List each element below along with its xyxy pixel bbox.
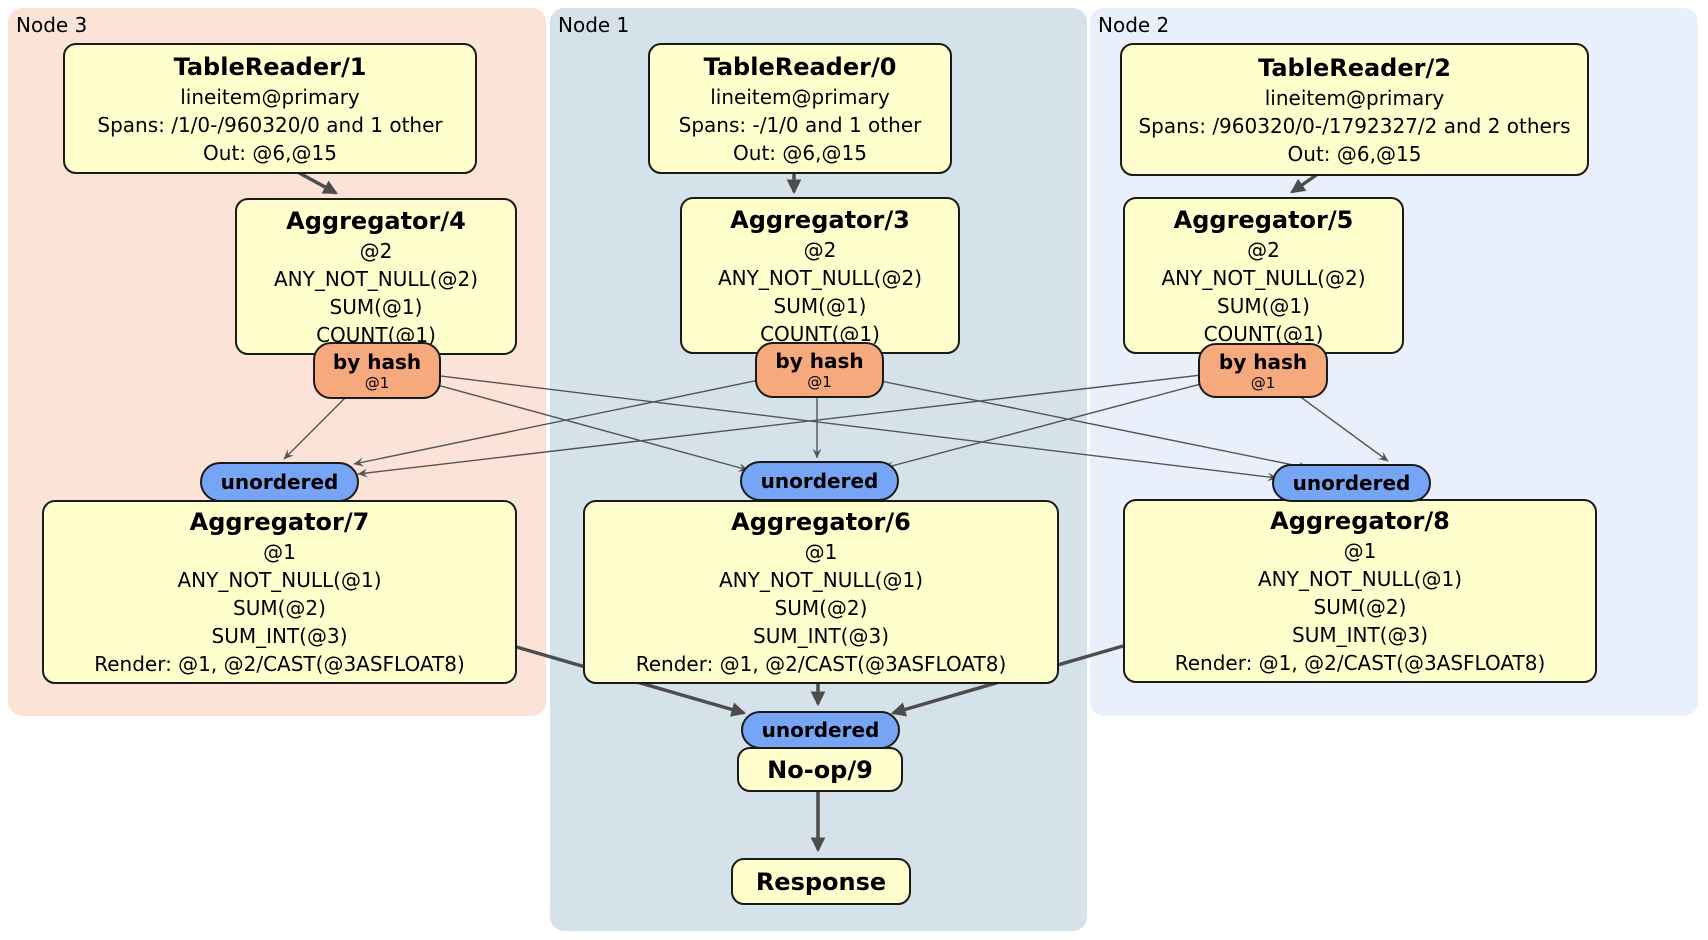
tablereader-2-index: lineitem@primary [1264,85,1445,110]
tablereader-2-spans: Spans: /960320/0-/1792327/2 and 2 others [1138,113,1571,138]
tablereader-0-out: Out: @6,@15 [733,140,867,165]
tablereader-0-box: TableReader/0 lineitem@primary Spans: -/… [648,43,952,174]
sync-unordered-bottom-label: unordered [761,718,880,742]
aggregator-7-fn: SUM(@2) [233,596,326,620]
aggregator-7-fn: ANY_NOT_NULL(@1) [177,568,382,592]
region-node2-label: Node 2 [1098,13,1170,37]
router-by-hash-left-label: by hash [332,349,422,374]
aggregator-5-fn: SUM(@1) [1217,293,1310,318]
tablereader-0-spans: Spans: -/1/0 and 1 other [678,112,922,137]
aggregator-8-box: Aggregator/8 @1 ANY_NOT_NULL(@1) SUM(@2)… [1123,499,1597,683]
aggregator-6-box: Aggregator/6 @1 ANY_NOT_NULL(@1) SUM(@2)… [583,500,1059,684]
aggregator-6-fn: ANY_NOT_NULL(@1) [719,568,923,592]
router-by-hash-left: by hash @1 [313,342,441,399]
sync-unordered-right: unordered [1272,464,1431,502]
aggregator-6-fn: SUM(@2) [774,596,868,620]
aggregator-7-groupcols: @1 [263,540,296,564]
tablereader-1-box: TableReader/1 lineitem@primary Spans: /1… [63,43,477,174]
tablereader-1-spans: Spans: /1/0-/960320/0 and 1 other [97,112,443,137]
sync-unordered-left: unordered [200,462,359,502]
router-by-hash-mid: by hash @1 [755,342,884,398]
aggregator-8-fn: ANY_NOT_NULL(@1) [1258,567,1462,591]
tablereader-1-index: lineitem@primary [180,84,360,109]
sync-unordered-mid-label: unordered [760,469,879,493]
aggregator-4-groupcols: @2 [359,238,393,263]
aggregator-7-title: Aggregator/7 [189,508,370,536]
tablereader-1-out: Out: @6,@15 [203,140,337,165]
response-box: Response [731,858,911,905]
edge-bh4-sync-right [374,367,1278,482]
aggregator-6-groupcols: @1 [804,540,838,564]
aggregator-5-title: Aggregator/5 [1173,205,1354,234]
response-title: Response [755,867,887,896]
region-node1-label: Node 1 [558,13,630,37]
sync-unordered-mid: unordered [740,461,899,501]
aggregator-8-groupcols: @1 [1343,539,1377,563]
noop-9-box: No-op/9 [737,747,903,792]
router-by-hash-right-cols: @1 [1250,373,1276,392]
aggregator-7-fn: SUM_INT(@3) [211,624,348,648]
region-node3-label: Node 3 [16,13,88,37]
router-by-hash-mid-label: by hash [775,349,864,373]
aggregator-3-fn: ANY_NOT_NULL(@2) [718,265,922,290]
aggregator-4-fn: ANY_NOT_NULL(@2) [274,266,478,291]
tablereader-0-index: lineitem@primary [710,84,890,109]
aggregator-8-title: Aggregator/8 [1270,507,1450,535]
aggregator-6-title: Aggregator/6 [731,508,911,536]
aggregator-8-render: Render: @1, @2/CAST(@3ASFLOAT8) [1174,651,1546,675]
router-by-hash-left-cols: @1 [364,373,390,392]
aggregator-8-fn: SUM_INT(@3) [1292,623,1428,647]
aggregator-6-render: Render: @1, @2/CAST(@3ASFLOAT8) [635,652,1007,676]
tablereader-2-box: TableReader/2 lineitem@primary Spans: /9… [1120,43,1589,176]
aggregator-5-box: Aggregator/5 @2 ANY_NOT_NULL(@2) SUM(@1)… [1123,197,1404,354]
edge-bh3-sync-left [353,367,818,467]
noop-9-title: No-op/9 [767,755,873,784]
sync-unordered-left-label: unordered [220,470,339,494]
tablereader-2-title: TableReader/2 [1258,53,1451,82]
aggregator-3-title: Aggregator/3 [730,205,910,234]
router-by-hash-right: by hash @1 [1198,343,1328,398]
aggregator-3-groupcols: @2 [803,237,837,262]
aggregator-3-box: Aggregator/3 @2 ANY_NOT_NULL(@2) SUM(@1)… [680,197,960,354]
aggregator-8-fn: SUM(@2) [1313,595,1407,619]
edge-bh3-sync-right [816,367,1309,471]
aggregator-7-box: Aggregator/7 @1 ANY_NOT_NULL(@1) SUM(@2)… [42,500,517,684]
router-by-hash-right-label: by hash [1218,349,1308,374]
aggregator-5-groupcols: @2 [1247,237,1280,262]
aggregator-3-fn: COUNT(@1) [760,321,880,346]
aggregator-4-title: Aggregator/4 [286,206,466,235]
tablereader-1-title: TableReader/1 [173,52,367,81]
aggregator-4-box: Aggregator/4 @2 ANY_NOT_NULL(@2) SUM(@1)… [235,198,517,355]
sync-unordered-right-label: unordered [1292,471,1411,495]
aggregator-4-fn: SUM(@1) [329,294,423,319]
edge-bh5-sync-left [357,367,1262,478]
aggregator-6-fn: SUM_INT(@3) [753,624,889,648]
aggregator-5-fn: COUNT(@1) [1203,321,1324,346]
tablereader-0-title: TableReader/0 [703,52,897,81]
tablereader-2-out: Out: @6,@15 [1287,141,1422,166]
aggregator-7-render: Render: @1, @2/CAST(@3ASFLOAT8) [94,652,465,676]
sync-unordered-bottom: unordered [741,711,900,749]
router-by-hash-mid-cols: @1 [807,373,832,391]
aggregator-3-fn: SUM(@1) [773,293,867,318]
aggregator-5-fn: ANY_NOT_NULL(@2) [1161,265,1366,290]
